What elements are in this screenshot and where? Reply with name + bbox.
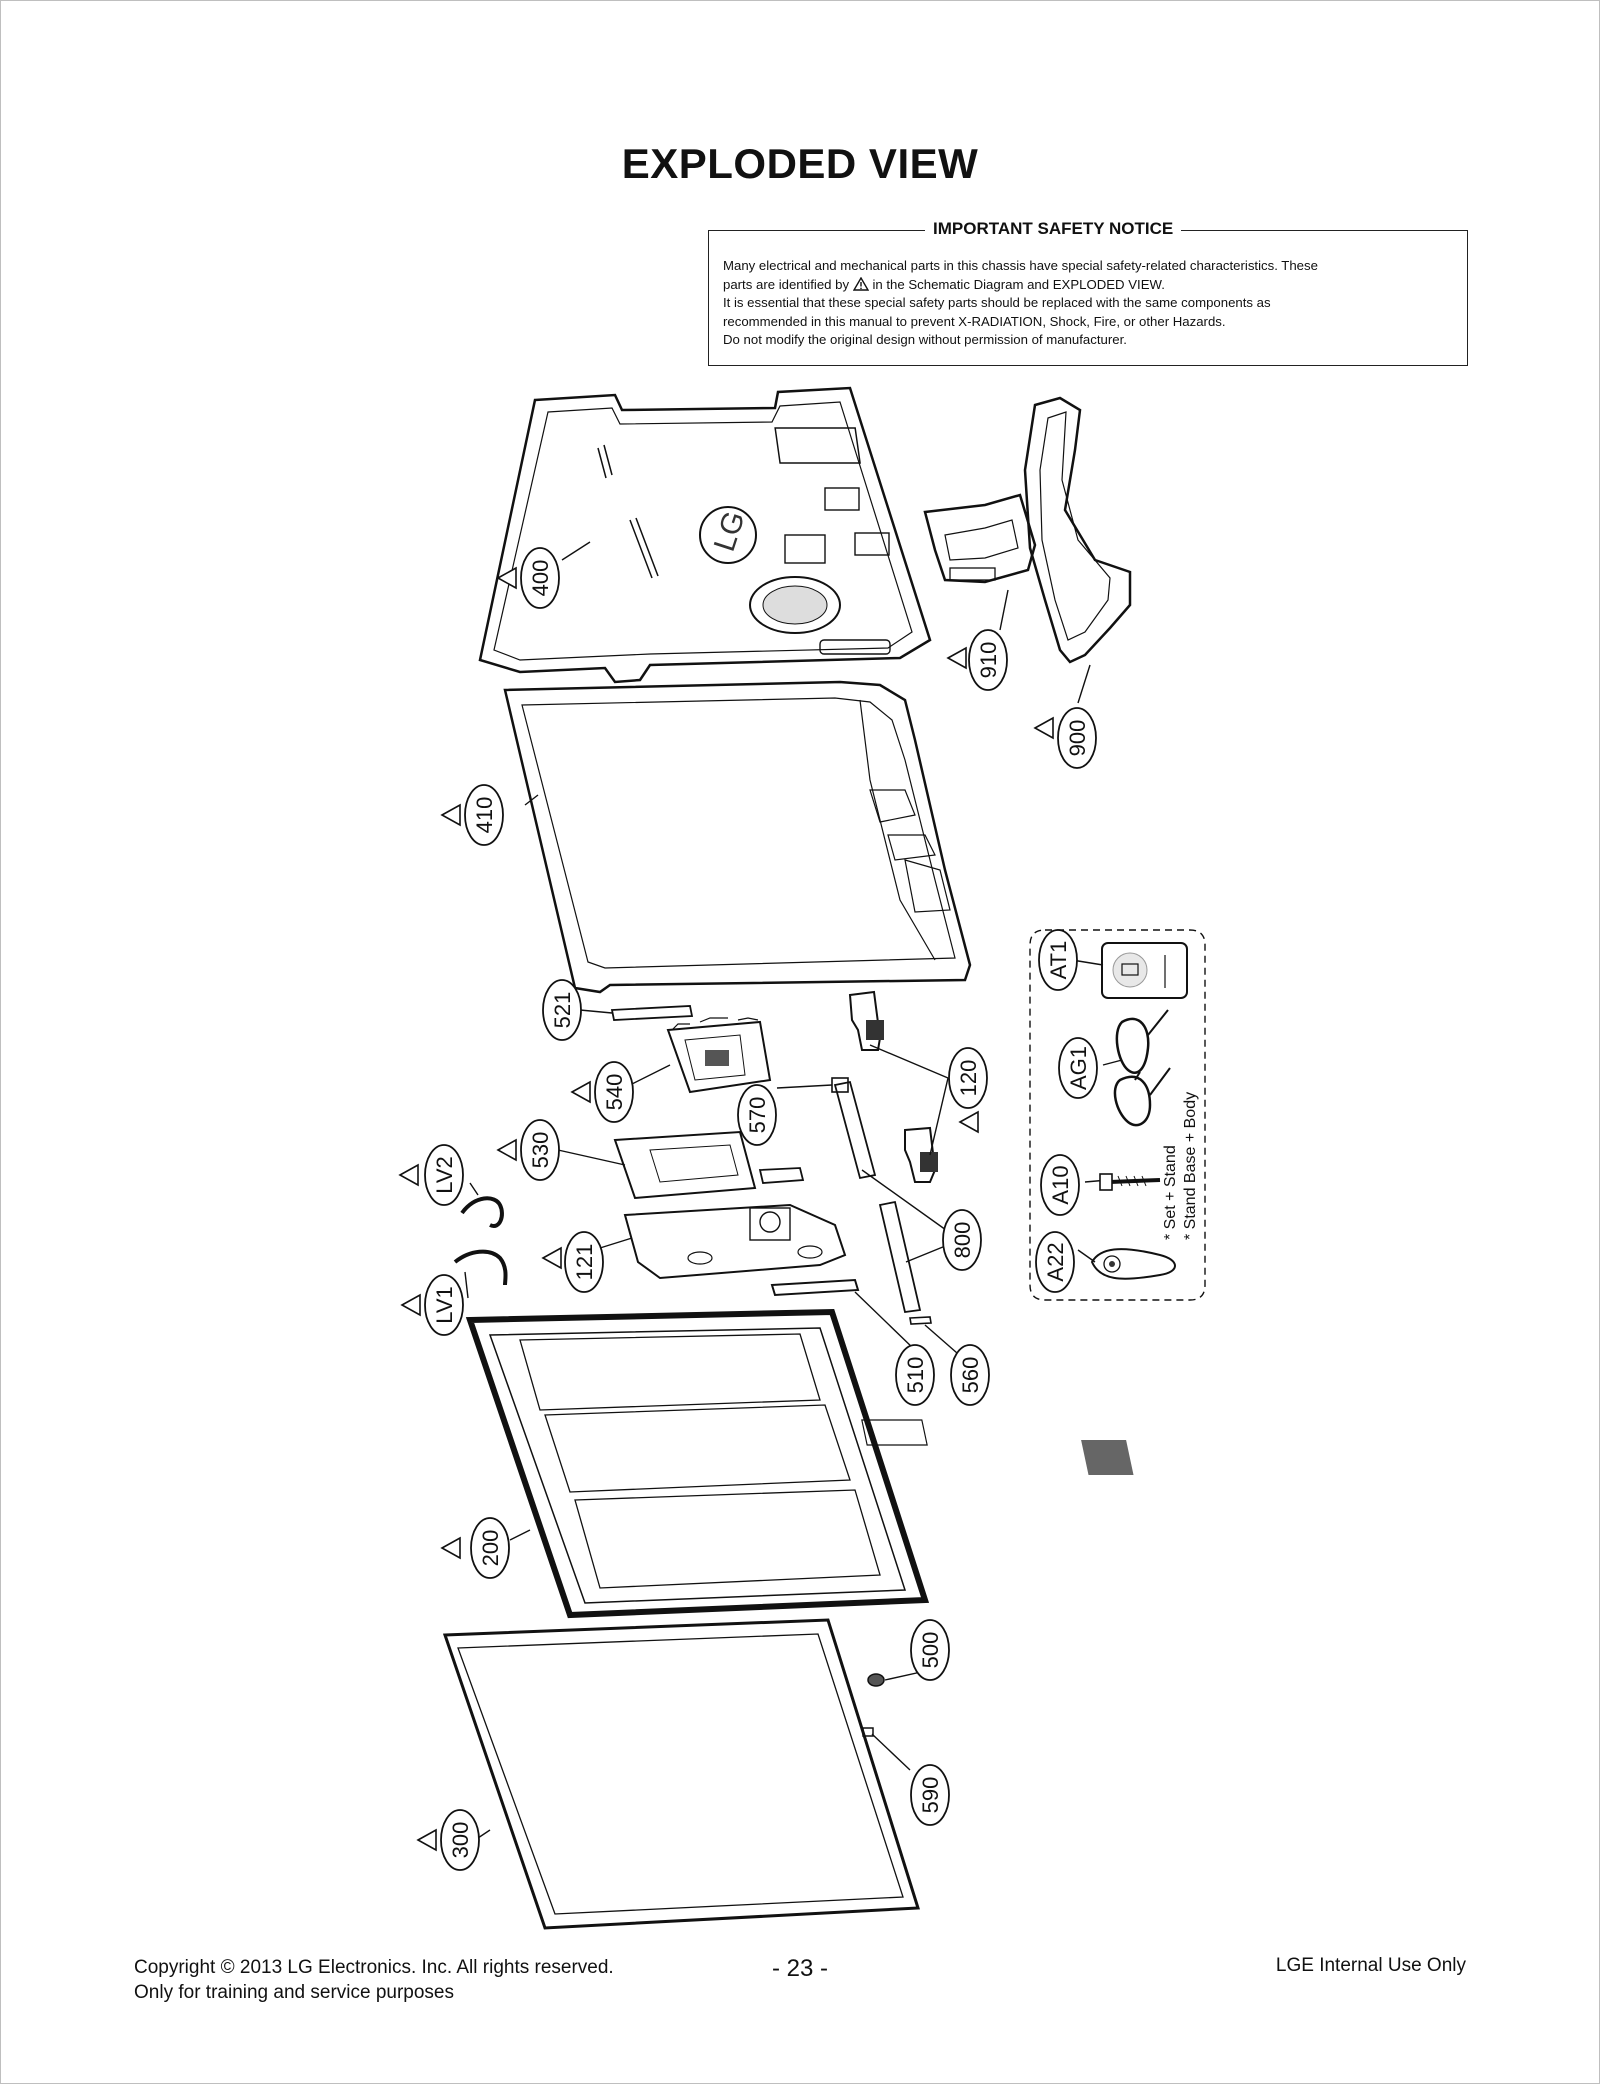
training-purpose-text: Only for training and service purposes	[134, 1982, 454, 2003]
front-cover-part	[442, 1618, 921, 1930]
callout-590: 590	[910, 1764, 950, 1826]
notice-line-1: Many electrical and mechanical parts in …	[723, 258, 1318, 273]
svg-text:900: 900	[1065, 720, 1090, 757]
svg-text:A10: A10	[1048, 1165, 1073, 1204]
part-500	[867, 1673, 885, 1687]
bracket-800b	[878, 1200, 922, 1314]
cable-lv2	[460, 1196, 504, 1228]
svg-text:910: 910	[976, 642, 1001, 679]
callout-400: 400	[520, 547, 560, 609]
svg-text:510: 510	[903, 1357, 928, 1394]
ir-board-510	[770, 1278, 860, 1297]
callout-200: 200	[470, 1517, 510, 1579]
callout-a10: A10	[1040, 1154, 1080, 1216]
accessory-box	[1029, 929, 1206, 1301]
svg-text:AG1: AG1	[1066, 1046, 1091, 1090]
callout-570: 570	[737, 1084, 777, 1146]
warning-triangle-icon	[852, 276, 869, 291]
svg-text:521: 521	[550, 992, 575, 1029]
callout-300: 300	[440, 1809, 480, 1871]
safety-notice-heading: IMPORTANT SAFETY NOTICE	[925, 219, 1182, 239]
speaker-assembly-part	[623, 1203, 847, 1280]
notice-line-4: recommended in this manual to prevent X-…	[723, 313, 1226, 329]
3d-glasses-part	[1113, 1009, 1171, 1127]
svg-text:560: 560	[958, 1357, 983, 1394]
svg-text:500: 500	[918, 1632, 943, 1669]
callout-ag1: AG1	[1058, 1037, 1098, 1099]
svg-text:121: 121	[572, 1244, 597, 1281]
part-560	[909, 1316, 932, 1325]
notice-line-2b: in the Schematic Diagram and EXPLODED VI…	[872, 276, 1165, 292]
copyright-text: Copyright © 2013 LG Electronics. Inc. Al…	[134, 1957, 614, 1978]
notice-line-2: parts are identified by in the Schematic…	[723, 276, 1453, 295]
middle-cabinet-frame-part	[503, 680, 972, 994]
main-board-part	[666, 1017, 772, 1094]
callout-at1: AT1	[1038, 929, 1078, 991]
callout-540: 540	[594, 1061, 634, 1123]
callout-lv2: LV2	[424, 1144, 464, 1206]
svg-text:800: 800	[950, 1222, 975, 1259]
cable-lv1	[453, 1249, 508, 1286]
safety-notice-body: Many electrical and mechanical parts in …	[723, 257, 1453, 350]
svg-text:LG: LG	[708, 507, 752, 555]
callout-800: 800	[942, 1209, 982, 1271]
svg-text:410: 410	[472, 797, 497, 834]
notice-line-3: It is essential that these special safet…	[723, 295, 1271, 310]
part-590	[862, 1727, 874, 1737]
callout-521: 521	[542, 979, 582, 1041]
svg-text:AT1: AT1	[1046, 941, 1071, 980]
svg-text:400: 400	[528, 560, 553, 597]
callout-a22: A22	[1035, 1231, 1075, 1293]
callout-560: 560	[950, 1344, 990, 1406]
callout-120: 120	[948, 1047, 988, 1109]
page-title: EXPLODED VIEW	[621, 140, 979, 187]
remote-control-part	[1090, 1248, 1176, 1280]
svg-text:A22: A22	[1043, 1242, 1068, 1281]
screw-part	[1099, 1173, 1161, 1191]
legend-line-1: * Set + Stand	[1162, 1145, 1179, 1240]
svg-text:570: 570	[745, 1097, 770, 1134]
bracket-800a	[833, 1080, 877, 1180]
svg-text:120: 120	[956, 1060, 981, 1097]
callout-121: 121	[564, 1231, 604, 1293]
callout-900: 900	[1057, 707, 1097, 769]
svg-text:200: 200	[478, 1530, 503, 1567]
accessory-at1-box	[1101, 942, 1188, 999]
callout-lv1: LV1	[424, 1274, 464, 1336]
stand-base-part	[923, 493, 1037, 584]
stand-body-part	[1023, 396, 1132, 664]
callout-910: 910	[968, 629, 1008, 691]
callout-530: 530	[520, 1119, 560, 1181]
lcd-panel-module-part	[465, 1308, 1134, 1619]
svg-text:LV1: LV1	[432, 1286, 457, 1324]
page-number: - 23 -	[771, 1955, 828, 1982]
callout-510: 510	[895, 1344, 935, 1406]
svg-text:530: 530	[528, 1132, 553, 1169]
back-cover-part: LG	[478, 386, 932, 684]
callout-500: 500	[910, 1619, 950, 1681]
footer-copyright: Copyright © 2013 LG Electronics. Inc. Al…	[134, 1955, 614, 2005]
internal-use-label: LGE Internal Use Only	[1275, 1955, 1466, 1976]
safety-notice-box: IMPORTANT SAFETY NOTICE Many electrical …	[708, 219, 1468, 366]
bracket-120	[848, 990, 938, 1183]
legend-line-2: * Stand Base + Body	[1182, 1092, 1199, 1240]
callout-410: 410	[464, 784, 504, 846]
accessory-legend: * Set + Stand * Stand Base + Body	[1162, 1092, 1199, 1240]
notice-line-5: Do not modify the original design withou…	[723, 332, 1127, 347]
svg-text:300: 300	[448, 1822, 473, 1859]
bracket-521	[610, 1005, 694, 1021]
notice-line-2a: parts are identified by	[723, 276, 850, 292]
svg-text:590: 590	[918, 1777, 943, 1814]
svg-text:540: 540	[602, 1074, 627, 1111]
svg-text:LV2: LV2	[432, 1156, 457, 1194]
power-board-part	[613, 1130, 805, 1200]
